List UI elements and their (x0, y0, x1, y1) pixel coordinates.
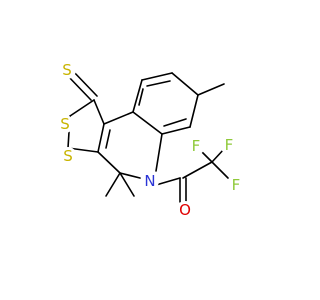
atom-label-n: N (144, 172, 155, 190)
bond (171, 72, 199, 96)
atom-f-bottom: F (227, 176, 245, 194)
bond (155, 177, 181, 186)
bond (103, 111, 134, 125)
atom-label-s: S (60, 115, 70, 133)
atom-label-f: F (232, 176, 241, 194)
bond (132, 79, 143, 113)
bond (211, 161, 229, 179)
atom-s-ring-lower: S (59, 147, 77, 165)
bond (93, 99, 105, 125)
bond (119, 172, 135, 197)
bond (105, 129, 111, 149)
bond (182, 161, 213, 179)
bond (161, 126, 191, 135)
molecule-structure-diagram: S S S N O F F F (56, 61, 245, 219)
atom-n-ring: N (141, 172, 159, 190)
atom-label-s: S (62, 61, 72, 79)
atom-f-top: F (220, 136, 238, 154)
atom-o-carbonyl: O (176, 201, 194, 219)
atom-s-ring-upper: S (56, 115, 74, 133)
bond (155, 133, 163, 172)
bond (119, 172, 141, 179)
bond (141, 72, 173, 81)
bond (163, 118, 187, 127)
atom-f-left: F (187, 137, 205, 155)
bond (97, 123, 105, 153)
bond (97, 151, 121, 174)
atom-labels: S S S N O F F F (56, 61, 245, 219)
bond (71, 69, 98, 97)
atom-label-f: F (192, 137, 201, 155)
bond (146, 80, 171, 87)
atom-label-o: O (179, 201, 191, 219)
atom-label-f: F (225, 136, 234, 154)
bond (189, 94, 199, 128)
bond (197, 83, 225, 96)
bond (105, 172, 121, 197)
bond (69, 99, 95, 117)
atom-label-s: S (63, 147, 73, 165)
bond (132, 111, 163, 135)
bond (138, 88, 144, 106)
atom-s-thione: S (58, 61, 76, 79)
